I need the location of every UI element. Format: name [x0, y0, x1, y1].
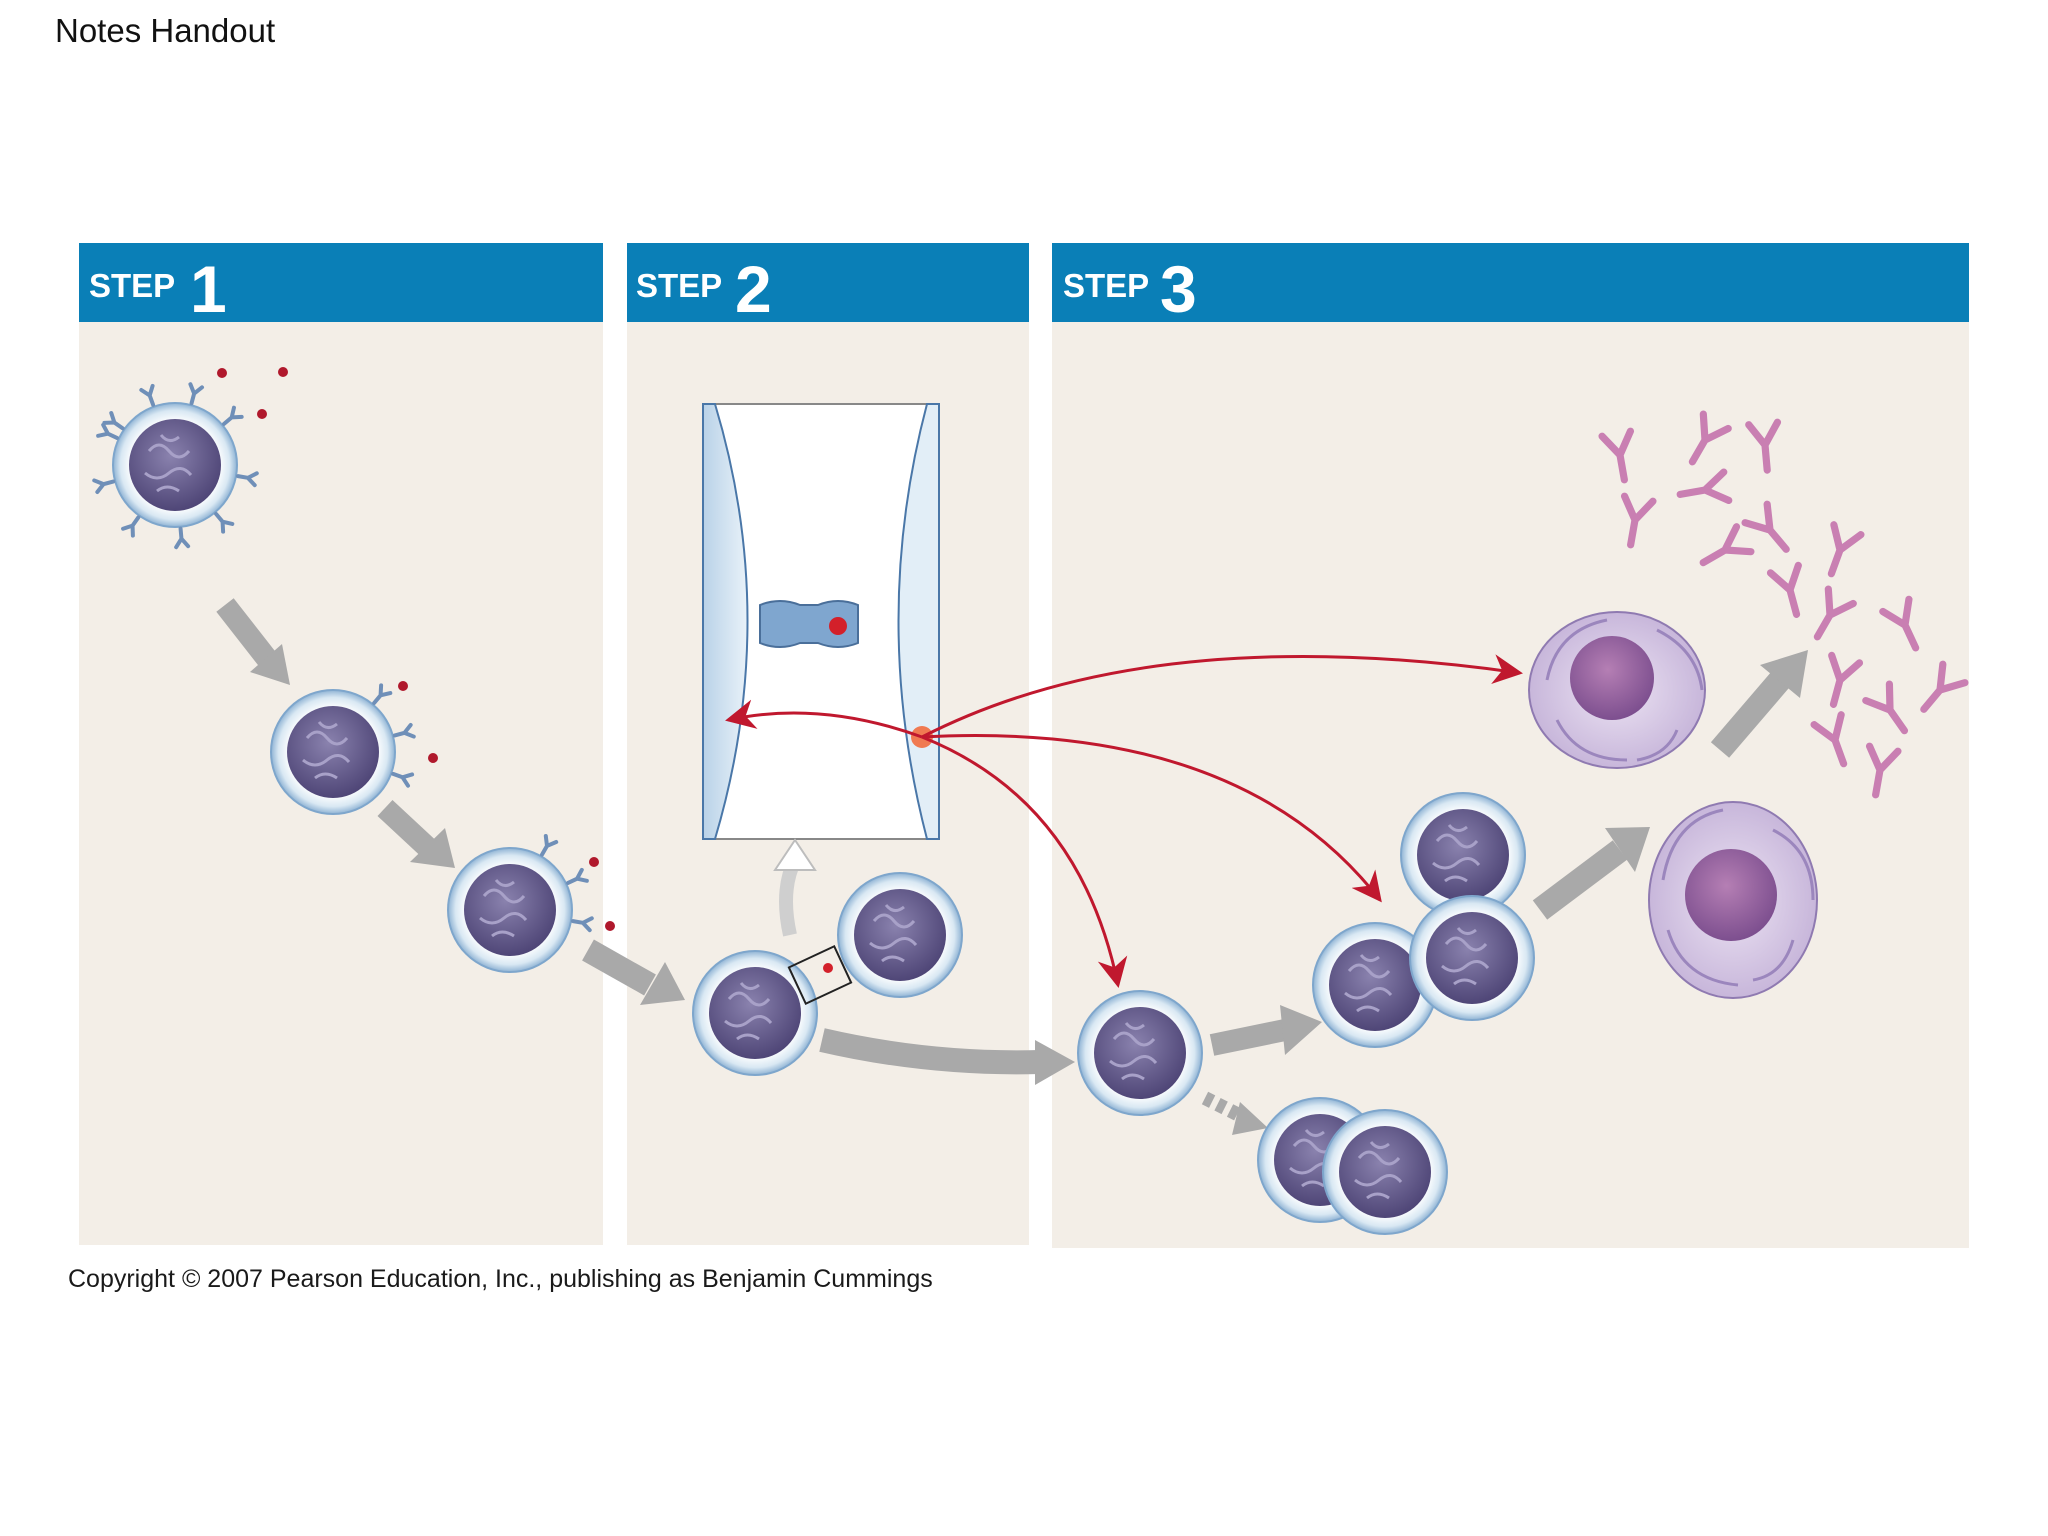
step1-word: STEP [89, 267, 175, 304]
gray-arrowhead [640, 962, 685, 1005]
step3-panel [1052, 243, 1969, 1248]
step2-header [627, 243, 1029, 322]
step3-word: STEP [1063, 267, 1149, 304]
antigen-dot [278, 367, 288, 377]
gray-arrowhead [410, 828, 455, 868]
step3-header [1052, 243, 1969, 322]
signal-arrow [921, 735, 1128, 988]
activated-b-cell [1076, 989, 1204, 1117]
gray-arrowhead [1232, 1102, 1268, 1135]
antigen-dot [257, 409, 267, 419]
gray-arrow [582, 939, 656, 996]
synapse-inset [702, 403, 940, 840]
gray-arrowhead [250, 644, 290, 685]
gray-arrow [216, 598, 277, 667]
antigen-dot [829, 617, 847, 635]
signal-arrow [921, 654, 1523, 739]
step1-header [79, 243, 603, 322]
b-cell-binding-antigen [269, 681, 438, 816]
gray-arrow [377, 799, 436, 857]
gray-arrow [1209, 1019, 1288, 1056]
step2-word: STEP [636, 267, 722, 304]
gray-arrowhead [1280, 1005, 1322, 1055]
step2-number: 2 [735, 252, 772, 326]
antigen-dot [217, 368, 227, 378]
step3-number: 3 [1160, 252, 1197, 326]
page-title: Notes Handout [55, 12, 276, 49]
gray-arrow [1710, 672, 1790, 758]
signal-arrow [725, 699, 923, 739]
gray-arrow [1532, 840, 1628, 920]
gray-arrowhead [1605, 827, 1650, 872]
signal-arrow [921, 734, 1382, 903]
gray-arrow [819, 1028, 1041, 1075]
step1-number: 1 [190, 252, 227, 326]
white-arrowhead [773, 838, 817, 871]
copyright-text: Copyright © 2007 Pearson Education, Inc.… [68, 1265, 933, 1293]
b-cell-presenting-antigen [446, 833, 615, 974]
plasma-cell [1528, 611, 1706, 769]
gray-arrowhead [1760, 650, 1808, 698]
dashed-gray-arrow [1201, 1091, 1249, 1125]
gray-arrowhead [1035, 1040, 1075, 1085]
plasma-cell [1648, 801, 1818, 999]
b-cell-t-cell-pair [691, 871, 964, 1077]
